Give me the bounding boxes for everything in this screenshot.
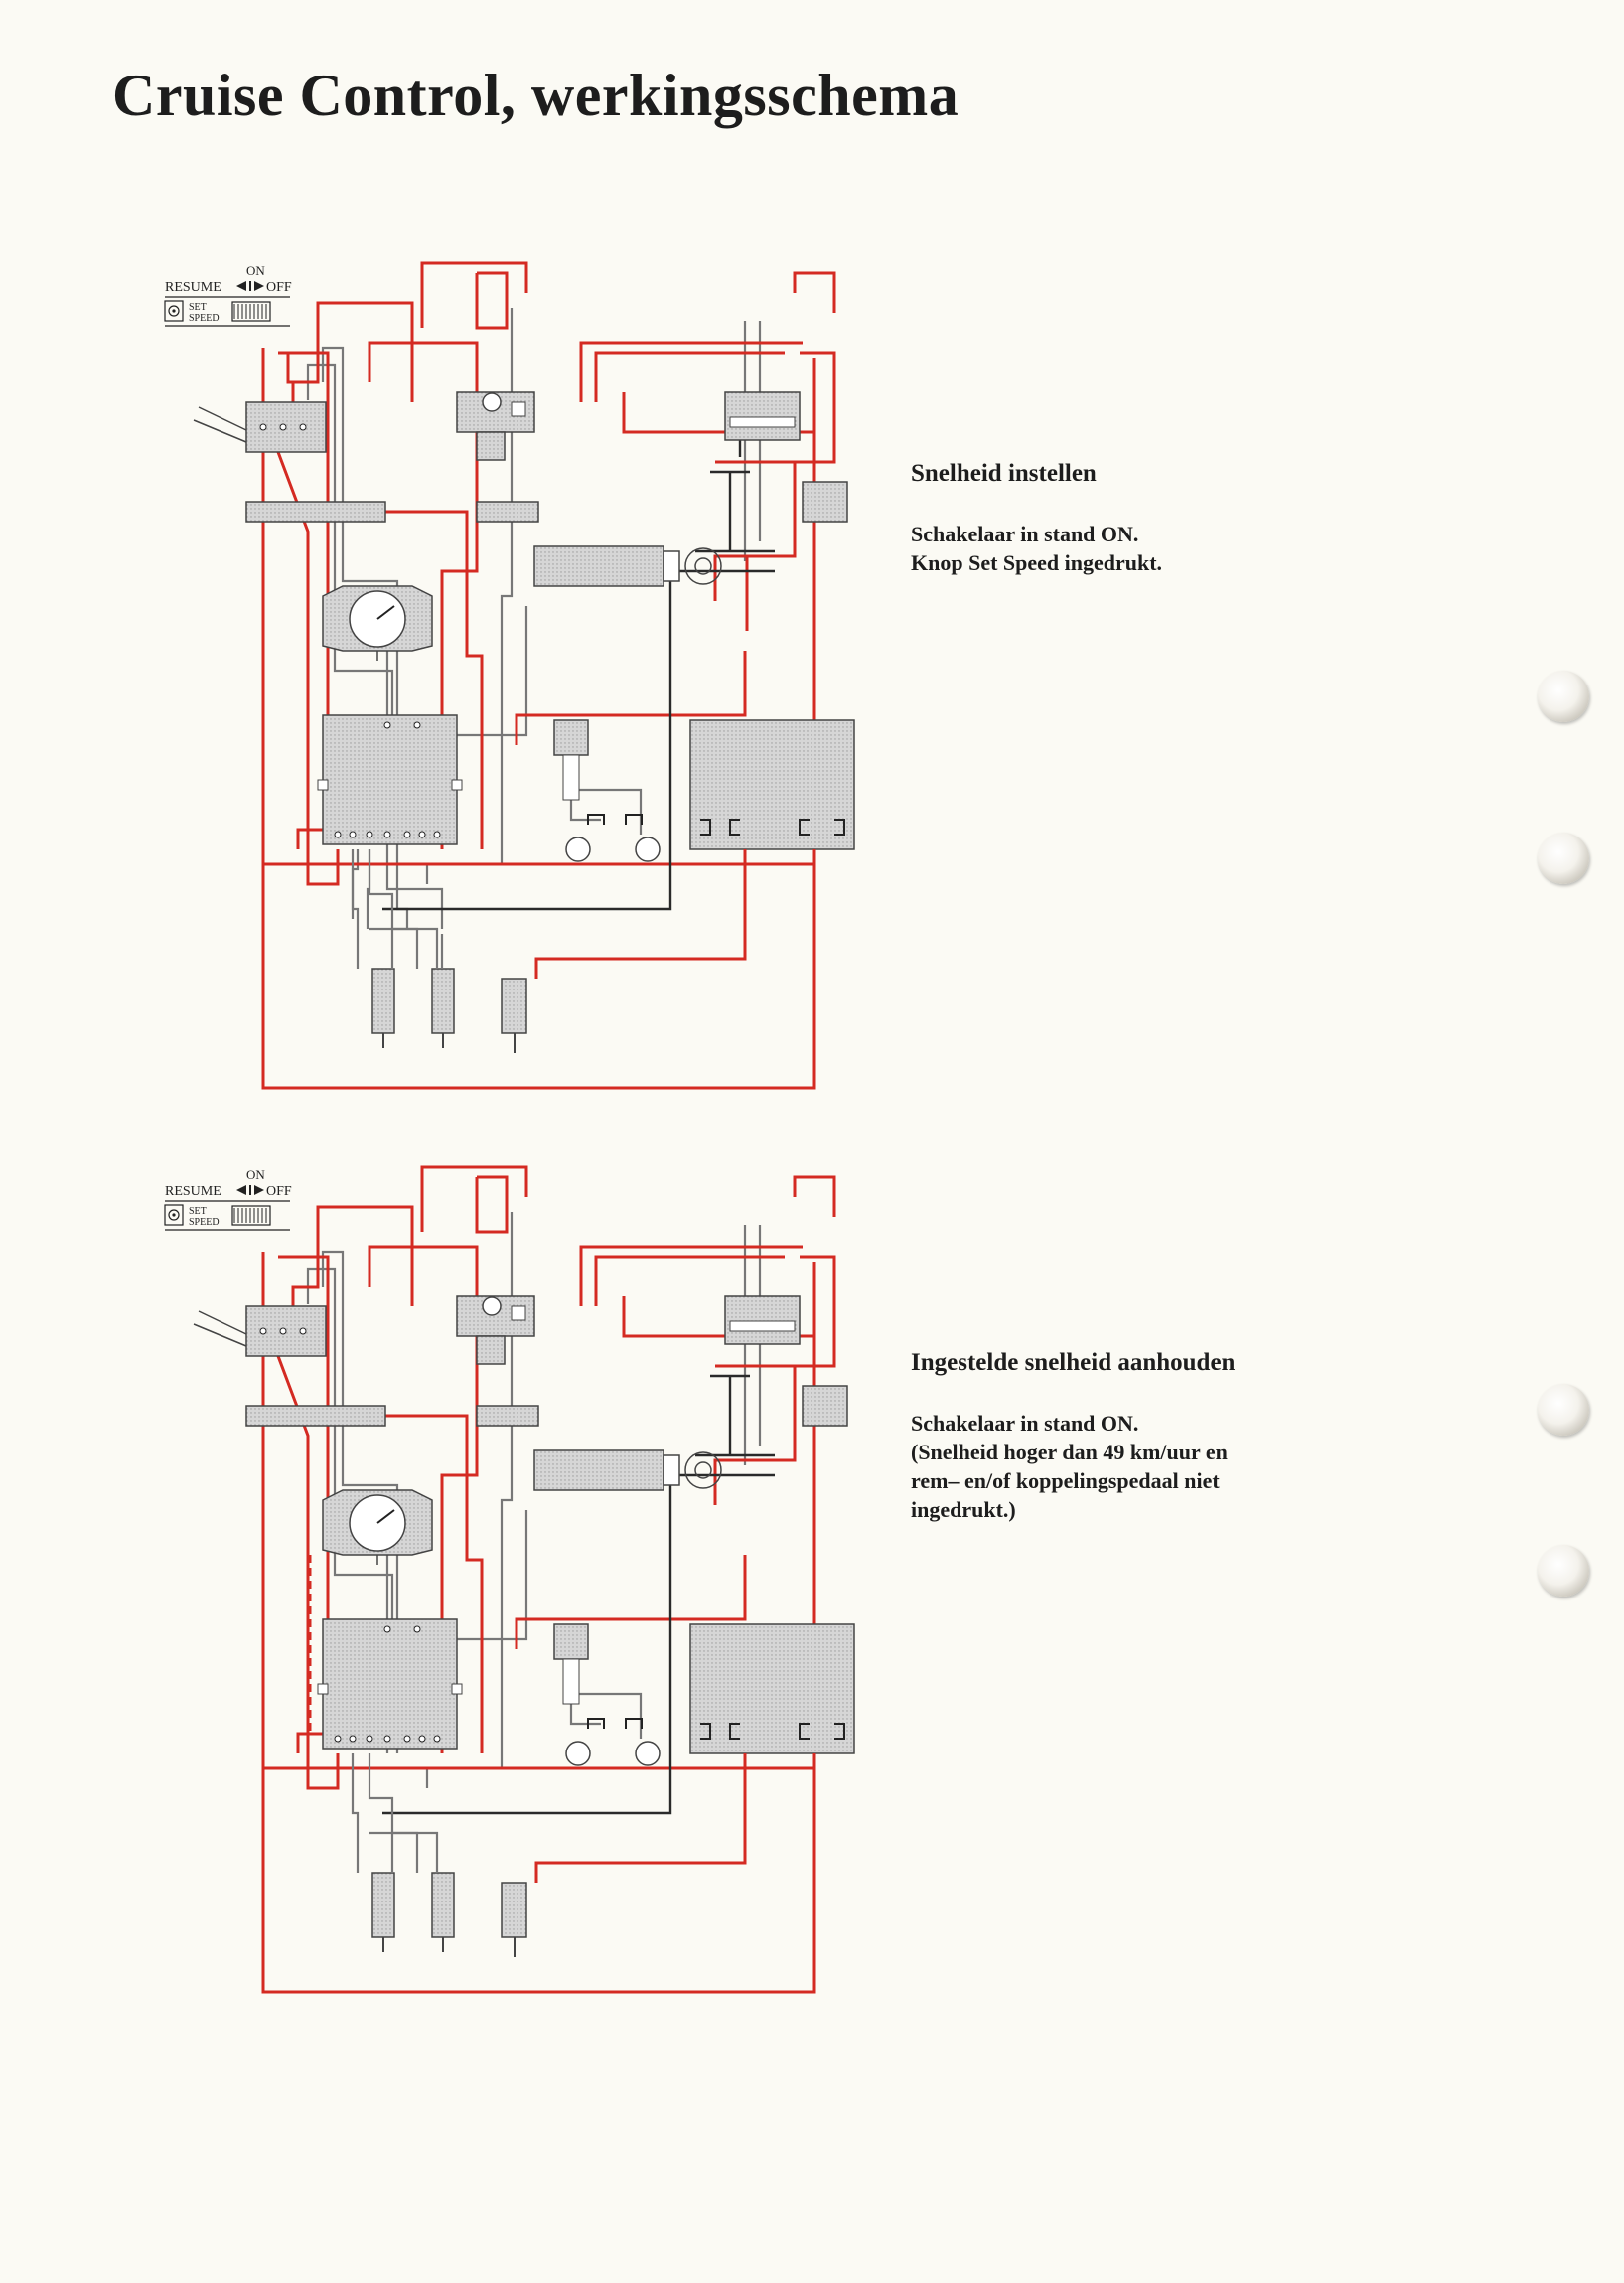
caption-hold-speed: Ingestelde snelheid aanhouden Schakelaar…: [911, 1349, 1328, 1524]
multifunction-switch: [193, 1305, 327, 1357]
connector-block-right: [802, 1385, 848, 1427]
speedometer-gauge: [322, 1489, 433, 1565]
valve-neutral-wires: [351, 1753, 439, 1873]
switch-right-arrow-icon: [254, 1185, 264, 1195]
indicator-lamps: [565, 1718, 661, 1766]
connector-block-middle: [476, 1405, 539, 1427]
indicator-lamps: [565, 814, 661, 862]
switch-resume-label: RESUME: [165, 1184, 221, 1199]
ground-wires: [382, 437, 775, 911]
caption-heading: Snelheid instellen: [911, 460, 1097, 487]
brake-switch-assembly: [533, 545, 722, 587]
vacuum-sensor: [553, 719, 589, 801]
cruise-control-switch-panel: ON RESUME OFF SET SPEED: [164, 263, 292, 327]
caption-line: Schakelaar in stand ON.: [911, 522, 1139, 546]
connector-block-right: [802, 481, 848, 523]
binder-hole-icon: [1538, 833, 1589, 884]
relay-unit: [724, 391, 801, 441]
vacuum-pump: [456, 391, 535, 461]
ground-wires: [382, 1374, 775, 1815]
caption-line: Knop Set Speed ingedrukt.: [911, 550, 1163, 575]
switch-right-arrow-icon: [254, 281, 264, 291]
caption-line: (Snelheid hoger dan 49 km/uur en: [911, 1440, 1228, 1464]
switch-resume-label: RESUME: [165, 280, 221, 295]
relay-unit: [724, 1295, 801, 1345]
cruise-control-module: [317, 714, 463, 845]
cruise-control-module: [317, 1618, 463, 1750]
switch-left-arrow-icon: [236, 1185, 246, 1195]
binder-hole-icon: [1538, 671, 1589, 722]
cruise-control-switch-panel: ON RESUME OFF SET SPEED: [164, 1167, 292, 1231]
set-speed-button-icon: [168, 305, 180, 317]
speedometer-gauge: [322, 585, 433, 661]
caption-line: Schakelaar in stand ON.: [911, 1411, 1139, 1436]
ignition-relay-box: [689, 1623, 855, 1754]
valve-live-wires: [261, 849, 816, 1090]
caption-set-speed: Snelheid instellen Schakelaar in stand O…: [911, 460, 1328, 577]
switch-speed-label: SPEED: [189, 1217, 220, 1228]
vacuum-sensor: [553, 1623, 589, 1705]
caption-heading: Ingestelde snelheid aanhouden: [911, 1349, 1236, 1376]
multifunction-switch: [193, 401, 327, 453]
valve-neutral-wires: [351, 849, 444, 969]
switch-off-label: OFF: [266, 280, 292, 295]
switch-on-label: ON: [246, 263, 265, 278]
binder-hole-icon: [1538, 1545, 1589, 1597]
switch-speed-label: SPEED: [189, 313, 220, 324]
wiring-diagram-hold-speed: ON RESUME OFF SET SPEED: [0, 1157, 1624, 2071]
live-wires: [261, 1165, 836, 1790]
valve-live-wires: [261, 1753, 816, 1994]
caption-line: rem– en/of koppelingspedaal niet: [911, 1468, 1220, 1493]
switch-left-arrow-icon: [236, 281, 246, 291]
wiring-diagram-set-speed: ON RESUME OFF SET SPEED: [0, 253, 1624, 1167]
connector-block-left: [245, 1405, 386, 1427]
binder-hole-icon: [1538, 1384, 1589, 1436]
switch-on-label: ON: [246, 1167, 265, 1182]
set-speed-button-icon: [168, 1209, 180, 1221]
connector-block-middle: [476, 501, 539, 523]
switch-set-label: SET: [189, 1206, 207, 1217]
caption-line: ingedrukt.): [911, 1497, 1016, 1522]
ignition-relay-box: [689, 719, 855, 850]
connector-block-left: [245, 501, 386, 523]
switch-set-label: SET: [189, 302, 207, 313]
page-title: Cruise Control, werkingsschema: [112, 63, 960, 128]
switch-off-label: OFF: [266, 1184, 292, 1199]
brake-switch-assembly: [533, 1449, 722, 1491]
vacuum-valves: [371, 1872, 527, 1957]
vacuum-pump: [456, 1295, 535, 1365]
vacuum-valves: [371, 968, 527, 1053]
